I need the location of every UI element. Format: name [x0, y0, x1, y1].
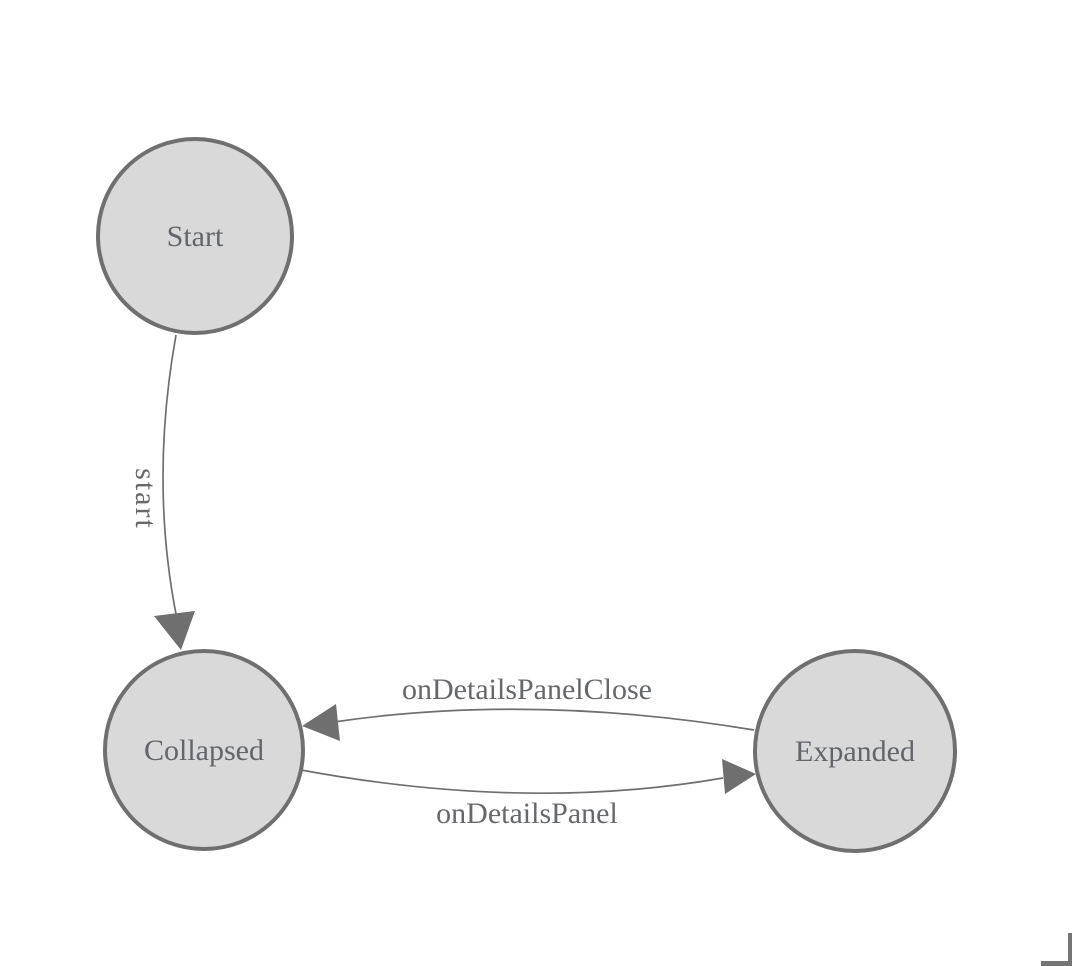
state-node-start-circle[interactable]: [96, 137, 294, 335]
edge-label-on-details-panel: onDetailsPanel: [436, 797, 618, 830]
arrowhead-into-collapsed-from-expanded: [302, 704, 340, 741]
state-node-expanded-circle[interactable]: [753, 649, 957, 853]
edge-on-details-panel-close-path[interactable]: [333, 708, 755, 731]
canvas-corner-mark: [1041, 933, 1072, 966]
canvas-corner-mark-vertical: [1068, 933, 1072, 966]
edge-start-transition[interactable]: start: [129, 334, 195, 650]
edge-on-details-panel[interactable]: onDetailsPanel: [300, 759, 756, 830]
edge-on-details-panel-close[interactable]: onDetailsPanelClose: [302, 673, 755, 741]
edge-label-on-details-panel-close: onDetailsPanelClose: [402, 673, 652, 706]
canvas-corner-mark-horizontal: [1041, 961, 1072, 966]
arrowhead-into-collapsed-from-start: [154, 611, 195, 650]
state-node-expanded[interactable]: Expanded: [753, 649, 957, 853]
edge-start-transition-path[interactable]: [162, 334, 177, 615]
state-node-collapsed[interactable]: Collapsed: [103, 649, 305, 851]
state-node-collapsed-circle[interactable]: [103, 649, 305, 851]
edge-on-details-panel-path[interactable]: [300, 769, 724, 795]
arrowhead-into-expanded: [722, 759, 756, 794]
edge-label-start: start: [129, 468, 162, 530]
state-node-start[interactable]: Start: [96, 137, 294, 335]
